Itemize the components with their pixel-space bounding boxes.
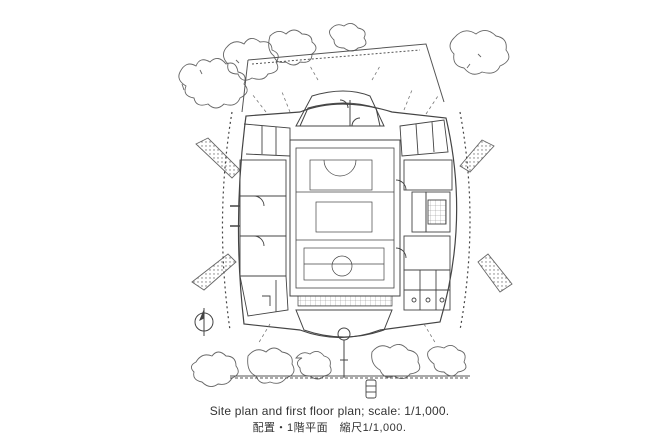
north-arrow-icon	[194, 308, 214, 336]
tree-clusters	[178, 23, 510, 387]
left-wing-rooms	[230, 123, 291, 317]
gym-court	[289, 139, 401, 307]
figure-caption-japanese: 配置・1階平面 縮尺1/1,000.	[252, 422, 407, 434]
parked-car-icon	[365, 379, 377, 399]
right-wing-rooms	[395, 119, 453, 311]
access-paths	[191, 137, 513, 293]
entrance-hall	[295, 90, 385, 127]
radial-guides	[251, 65, 439, 345]
site-boundary	[230, 43, 470, 379]
south-lobby	[295, 309, 393, 378]
figure-caption-english: Site plan and first floor plan; scale: 1…	[209, 404, 450, 418]
